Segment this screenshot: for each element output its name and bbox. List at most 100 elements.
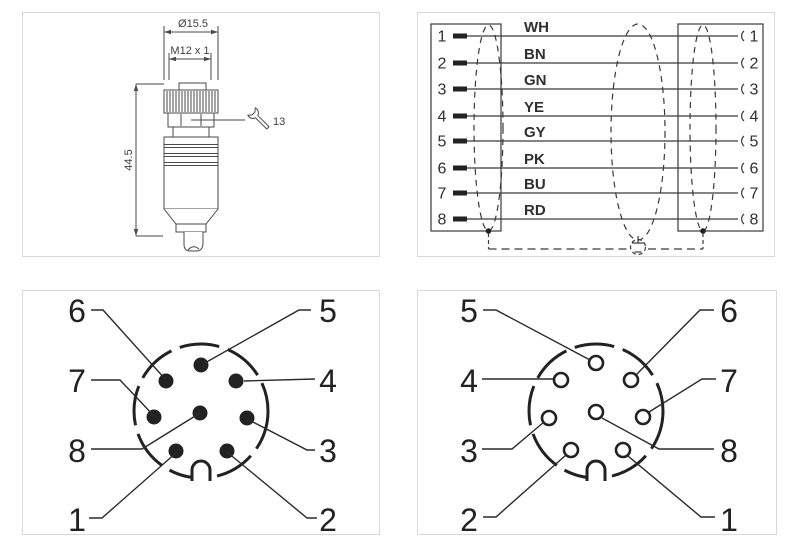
male-leader-6: [91, 309, 167, 381]
female-leader-lines: [482, 309, 716, 518]
left-pin-number-8: 8: [438, 212, 447, 229]
wire-color-2: BN: [524, 46, 546, 63]
left-pin-markers: [453, 33, 467, 222]
male-pin-7: [146, 409, 162, 425]
length-arrow-bottom: [133, 229, 139, 236]
panel-wiring-diagram: 1 2 3 4 5 6 7 8 1 2 3 4 5 6 7 8 WH BN GN…: [417, 12, 775, 257]
left-pin-contact-8: [453, 216, 467, 222]
female-pin-label-5: 5: [460, 293, 478, 329]
right-connector-box: [677, 23, 764, 232]
wire-color-8: RD: [524, 202, 546, 219]
left-pin-number-6: 6: [438, 161, 447, 178]
right-socket-contact-4: [741, 110, 745, 122]
left-pin-contact-6: [453, 165, 467, 171]
right-socket-contact-6: [741, 162, 745, 174]
male-leader-4: [243, 378, 316, 382]
female-socket-5: [587, 354, 605, 372]
connector-body-drawing: [163, 82, 219, 252]
connector-neck: [172, 126, 210, 138]
female-pin-label-6: 6: [720, 293, 738, 329]
diameter-label: Ø15.5: [178, 18, 208, 30]
right-socket-markers: [741, 30, 745, 225]
gland-section: [175, 223, 207, 233]
female-leader-8: [601, 417, 714, 450]
left-pin-contact-4: [453, 113, 467, 119]
body-taper: [163, 208, 219, 225]
right-pin-number-3: 3: [750, 82, 759, 99]
female-leader-2: [483, 454, 567, 518]
right-shield-ellipse: [689, 24, 717, 232]
length-dimension: 44.5: [123, 83, 164, 237]
keyway-mask: [587, 461, 605, 481]
female-leader-1: [627, 455, 715, 518]
male-pin-3: [239, 410, 255, 426]
female-pin-label-4: 4: [460, 363, 478, 399]
diameter-arrow-left: [164, 29, 171, 35]
male-pin-label-7: 7: [68, 363, 86, 399]
male-pin-5: [193, 357, 209, 373]
left-pin-contact-3: [453, 86, 467, 92]
wire-color-7: BU: [524, 176, 546, 193]
left-pin-contact-1: [453, 33, 467, 39]
wire-color-labels: WH BN GN YE GY PK BU RD: [524, 19, 549, 219]
panel-pinout-female: 5 6 4 7 3 8 2 1: [417, 290, 777, 535]
right-pin-number-8: 8: [750, 212, 759, 229]
male-pin-label-4: 4: [319, 363, 337, 399]
middle-shield-ellipse: [610, 23, 666, 241]
male-leader-8: [91, 412, 201, 450]
male-leader-3: [248, 419, 315, 451]
female-pin-label-7: 7: [720, 363, 738, 399]
wrench-callout: 13: [191, 107, 285, 130]
female-sockets: [540, 354, 652, 459]
male-pin-label-8: 8: [68, 433, 86, 469]
thread-dimension: M12 x 1: [168, 45, 212, 80]
right-pin-number-4: 4: [750, 109, 759, 126]
female-keyway: [585, 459, 607, 481]
male-pin-labels: 6 5 7 4 8 3 1 2: [68, 293, 337, 534]
female-pin-label-8: 8: [720, 433, 738, 469]
right-shield-node: [700, 228, 706, 234]
length-arrow-top: [133, 84, 139, 91]
right-socket-contact-3: [741, 83, 745, 95]
right-socket-contact-7: [741, 187, 745, 199]
right-pin-number-1: 1: [750, 29, 759, 46]
wire-color-5: GY: [524, 124, 546, 141]
left-pin-contact-5: [453, 138, 467, 144]
left-shield-ellipse: [473, 24, 504, 232]
male-keyway: [190, 459, 212, 481]
panel-pinout-male: 6 5 7 4 8 3 1 2: [22, 290, 380, 535]
length-label: 44.5: [123, 149, 135, 170]
male-leader-2: [226, 451, 317, 519]
left-pin-number-1: 1: [438, 29, 447, 46]
female-leader-7: [648, 378, 716, 413]
male-pin-label-1: 1: [68, 502, 86, 534]
female-socket-6: [622, 371, 640, 389]
right-socket-contact-2: [741, 57, 745, 69]
male-leader-7: [91, 379, 155, 417]
female-socket-4: [552, 371, 570, 389]
male-leader-5: [202, 309, 311, 365]
keyway-mask: [192, 461, 210, 481]
wires: [467, 35, 738, 220]
right-socket-contact-5: [741, 135, 745, 147]
body-ribs: [164, 144, 218, 166]
female-pin-labels: 5 6 4 7 3 8 2 1: [460, 293, 738, 534]
wrench-icon: [247, 107, 270, 130]
male-pin-6: [158, 373, 174, 389]
right-pin-number-7: 7: [750, 186, 759, 203]
male-pin-label-5: 5: [319, 293, 337, 329]
female-pin-label-3: 3: [460, 433, 478, 469]
right-socket-contact-8: [741, 213, 745, 225]
left-pin-numbers: 1 2 3 4 5 6 7 8: [438, 29, 447, 229]
diameter-arrow-right: [211, 29, 218, 35]
female-leader-5: [483, 309, 591, 361]
female-socket-8: [587, 403, 605, 421]
right-pin-numbers: 1 2 3 4 5 6 7 8: [750, 29, 759, 229]
left-pin-contact-2: [453, 60, 467, 66]
left-pin-number-4: 4: [438, 109, 447, 126]
cable-exit: [183, 232, 204, 252]
wiring-diagram: 1 2 3 4 5 6 7 8 1 2 3 4 5 6 7 8 WH BN GN…: [430, 19, 764, 256]
wire-color-6: PK: [524, 151, 545, 168]
male-pin-label-3: 3: [319, 433, 337, 469]
left-pin-contact-7: [453, 190, 467, 196]
